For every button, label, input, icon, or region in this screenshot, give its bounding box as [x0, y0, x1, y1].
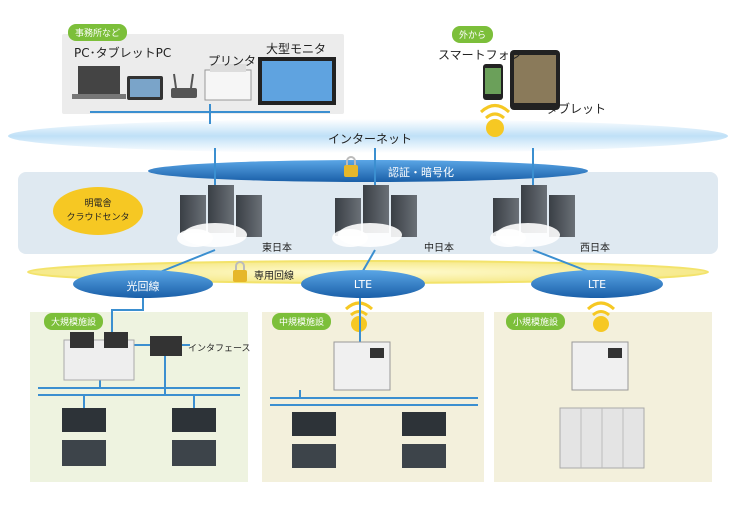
monitor-icon — [258, 57, 336, 105]
internet-label: インターネット — [328, 132, 413, 146]
office-tag: 事務所など — [68, 24, 128, 41]
lock-icon-auth — [344, 156, 358, 177]
wifi-icon-mobile — [479, 104, 511, 137]
pc-tablet-label: PC･タブレットPC — [74, 46, 172, 60]
smartphone-label: スマートフォン — [438, 48, 522, 62]
cloud-center-badge — [53, 187, 143, 235]
auth-label: 認証・暗号化 — [388, 166, 454, 179]
west-label: 西日本 — [580, 243, 610, 254]
lte1-oval — [301, 270, 425, 298]
mobile-tag: 外から — [452, 26, 494, 43]
wifi-icon-small — [586, 301, 616, 332]
plc-medium-2 — [402, 412, 446, 468]
tablet-icon — [510, 50, 560, 110]
small-facility-tag: 小規模施設 — [506, 313, 566, 330]
cloud-center-line1: 明電舎 — [84, 199, 112, 209]
large-facility-tag: 大規模施設 — [44, 313, 104, 330]
router-icon — [171, 73, 197, 98]
printer-label: プリンタ — [208, 54, 257, 68]
plc-large-1 — [62, 395, 106, 466]
fiber-label: 光回線 — [126, 280, 160, 293]
server-group-west — [490, 185, 575, 247]
medium-facility-tag: 中規模施設 — [272, 313, 332, 330]
dedicated-line-label: 専用回線 — [254, 271, 294, 282]
fiber-oval — [73, 270, 213, 298]
interface-unit-icon — [150, 336, 182, 356]
cloud-center-line2: クラウドセンタ — [66, 213, 130, 223]
tablet-label: タブレット — [546, 102, 607, 116]
lte2-oval — [531, 270, 663, 298]
control-console-icon — [63, 332, 135, 381]
lte2-label: LTE — [587, 278, 607, 291]
laptop-icon — [72, 66, 126, 99]
smartphone-icon — [483, 64, 503, 100]
plc-medium-1 — [292, 412, 336, 468]
auth-oval — [148, 160, 588, 182]
gateway-medium-icon — [333, 341, 391, 391]
internet-cloud — [8, 119, 728, 153]
monitor-label: 大型モニタ — [266, 42, 327, 56]
tablet-pc-icon — [127, 76, 163, 100]
plc-large-2 — [172, 395, 216, 466]
east-label: 東日本 — [262, 243, 292, 254]
gateway-small-icon — [571, 341, 629, 391]
switchgear-icon — [559, 407, 645, 469]
lte1-label: LTE — [353, 278, 373, 291]
interface-label: インタフェース — [188, 344, 251, 354]
printer-icon — [204, 64, 252, 101]
central-label: 中日本 — [424, 243, 454, 254]
server-group-east — [177, 185, 262, 247]
server-group-central — [332, 185, 417, 247]
lock-icon-dedicated — [233, 261, 247, 282]
